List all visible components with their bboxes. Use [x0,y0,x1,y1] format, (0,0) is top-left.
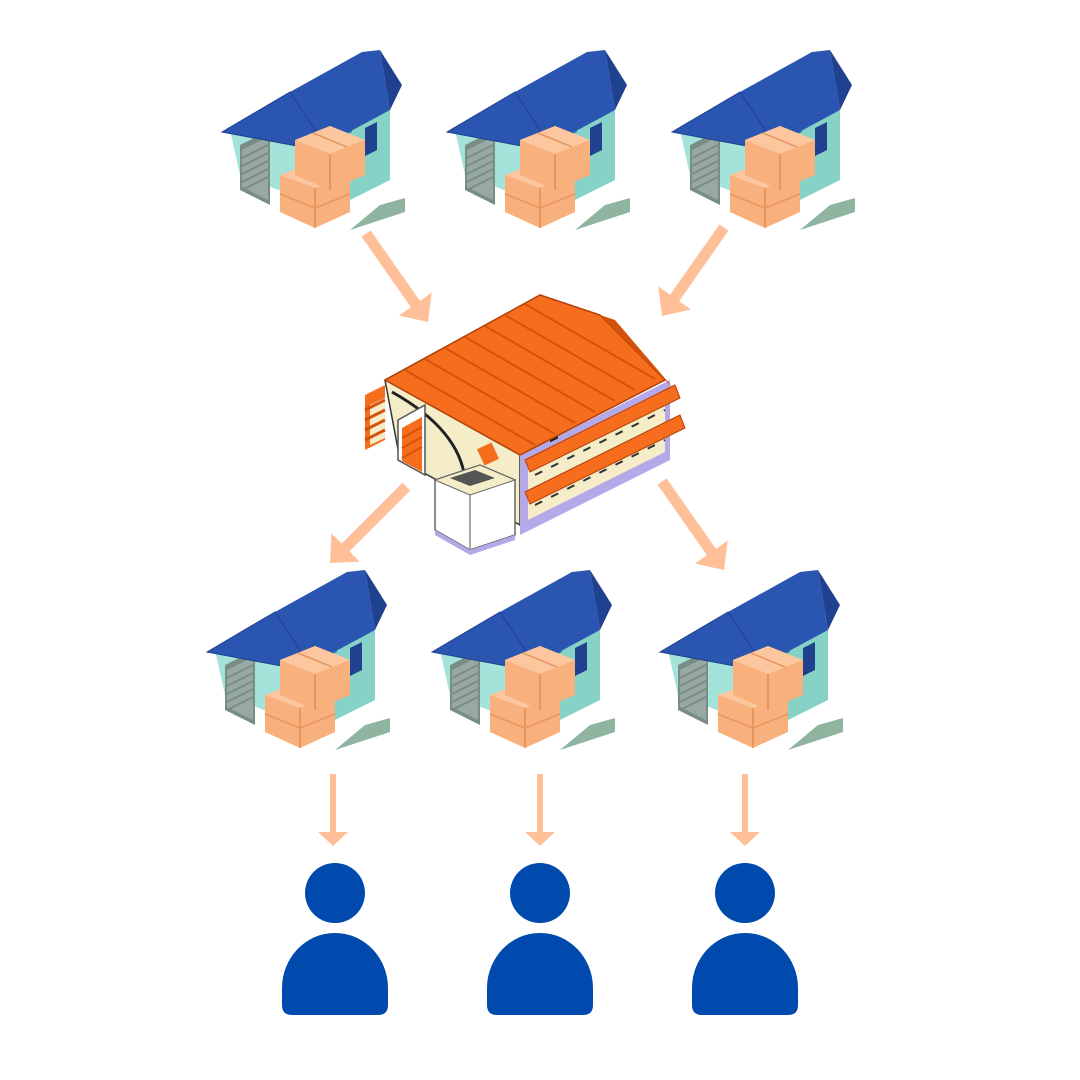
small-warehouse-with-boxes-icon [446,49,631,231]
flow-arrow [730,774,760,846]
person-icon [487,863,593,1015]
small-warehouse-with-boxes-icon [431,569,616,751]
flow-arrow [318,774,348,846]
flow-arrow [315,472,421,578]
supplier-warehouses [221,49,856,231]
small-warehouse-with-boxes-icon [221,49,406,231]
flow-arrow [349,222,445,334]
flow-arrow [645,216,741,328]
small-warehouse-with-boxes-icon [659,569,844,751]
flow-arrow [525,774,555,846]
small-warehouse-with-boxes-icon [671,49,856,231]
flow-arrow [645,470,741,582]
customers [282,863,798,1015]
regional-warehouses [206,569,844,751]
distribution-center-icon [364,294,686,555]
small-warehouse-with-boxes-icon [206,569,391,751]
person-icon [282,863,388,1015]
person-icon [692,863,798,1015]
